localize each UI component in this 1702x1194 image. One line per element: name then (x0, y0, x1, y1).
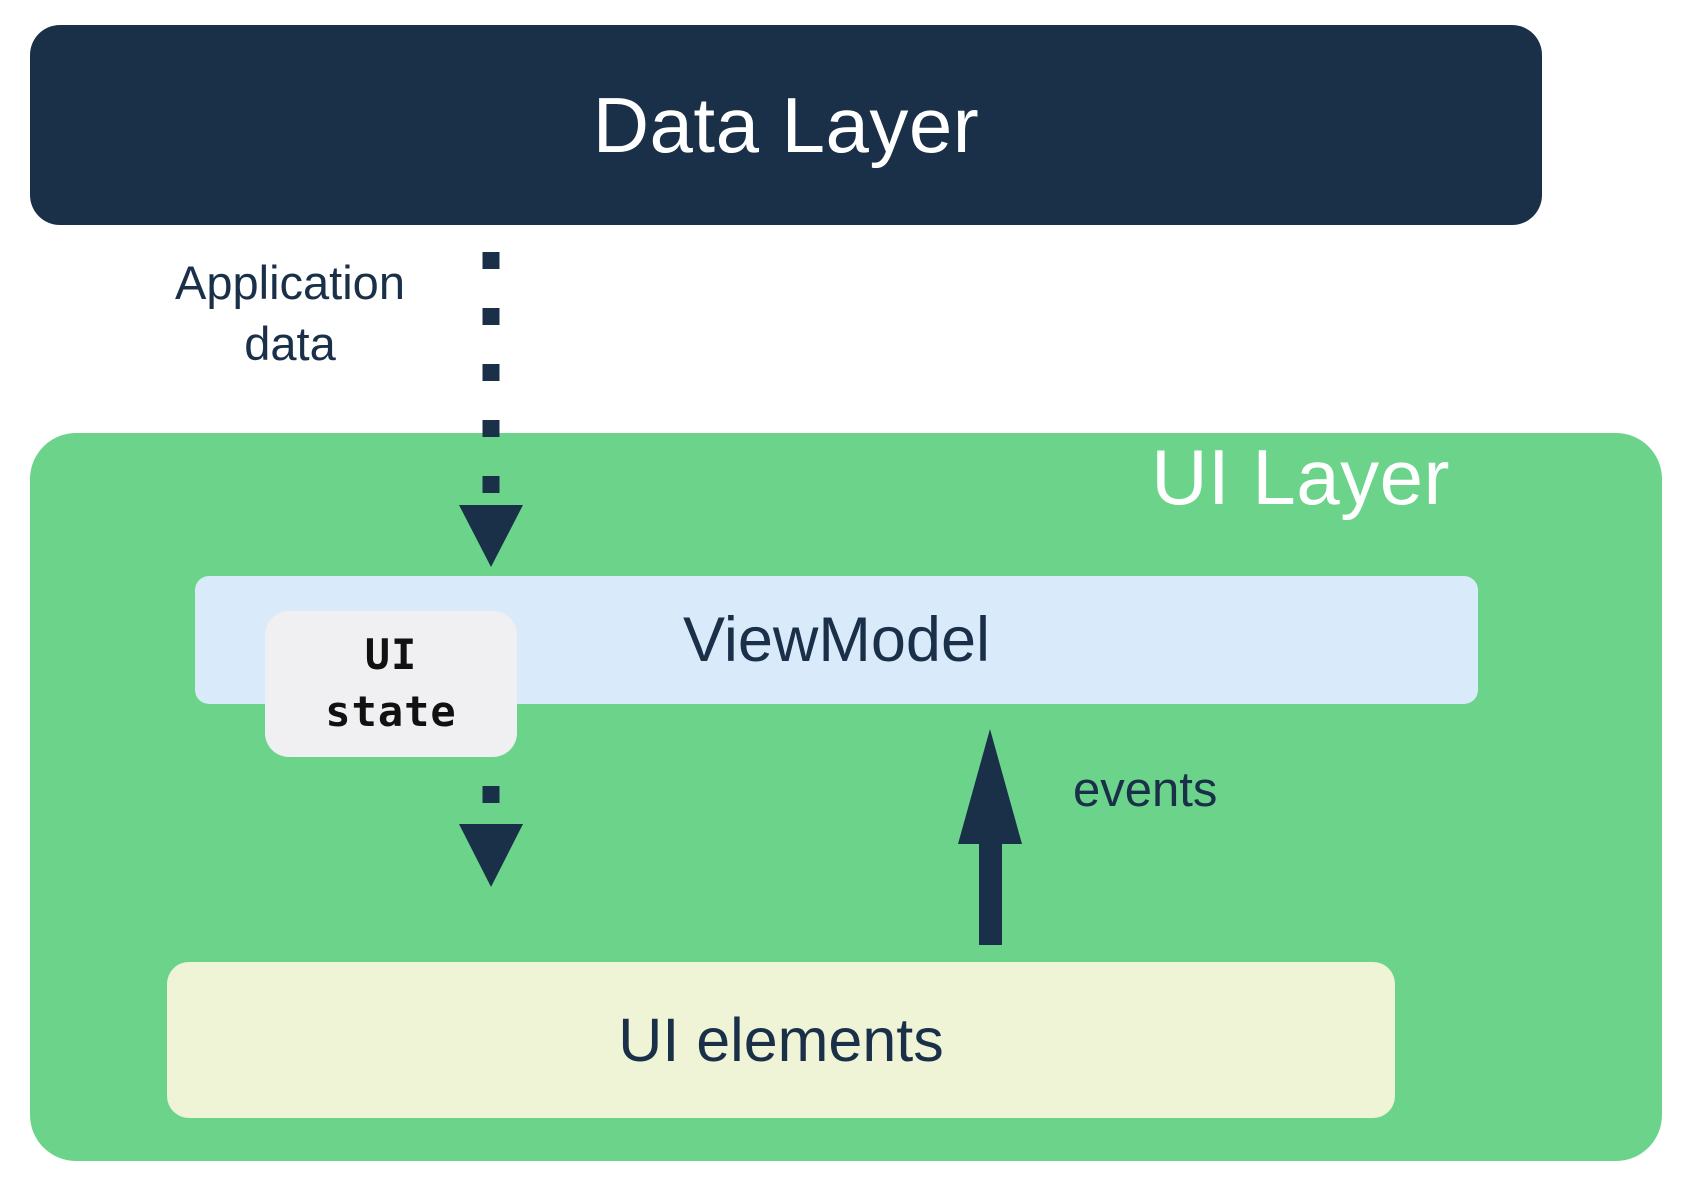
data-layer-box: Data Layer (30, 25, 1542, 225)
ui-state-label-line2: state (325, 687, 457, 736)
viewmodel-label: ViewModel (682, 604, 990, 675)
ui-layer-label: UI Layer (1151, 433, 1450, 521)
data-layer-label: Data Layer (592, 81, 980, 169)
events-label: events (1073, 763, 1218, 817)
ui-state-box: UI state (265, 611, 517, 757)
ui-state-label-line1: UI (364, 630, 418, 680)
application-data-label: Application data (110, 252, 470, 374)
ui-elements-box: UI elements (167, 962, 1395, 1118)
ui-elements-label: UI elements (618, 1005, 944, 1074)
application-data-label-line2: data (244, 317, 336, 371)
application-data-label-line1: Application (175, 256, 405, 309)
